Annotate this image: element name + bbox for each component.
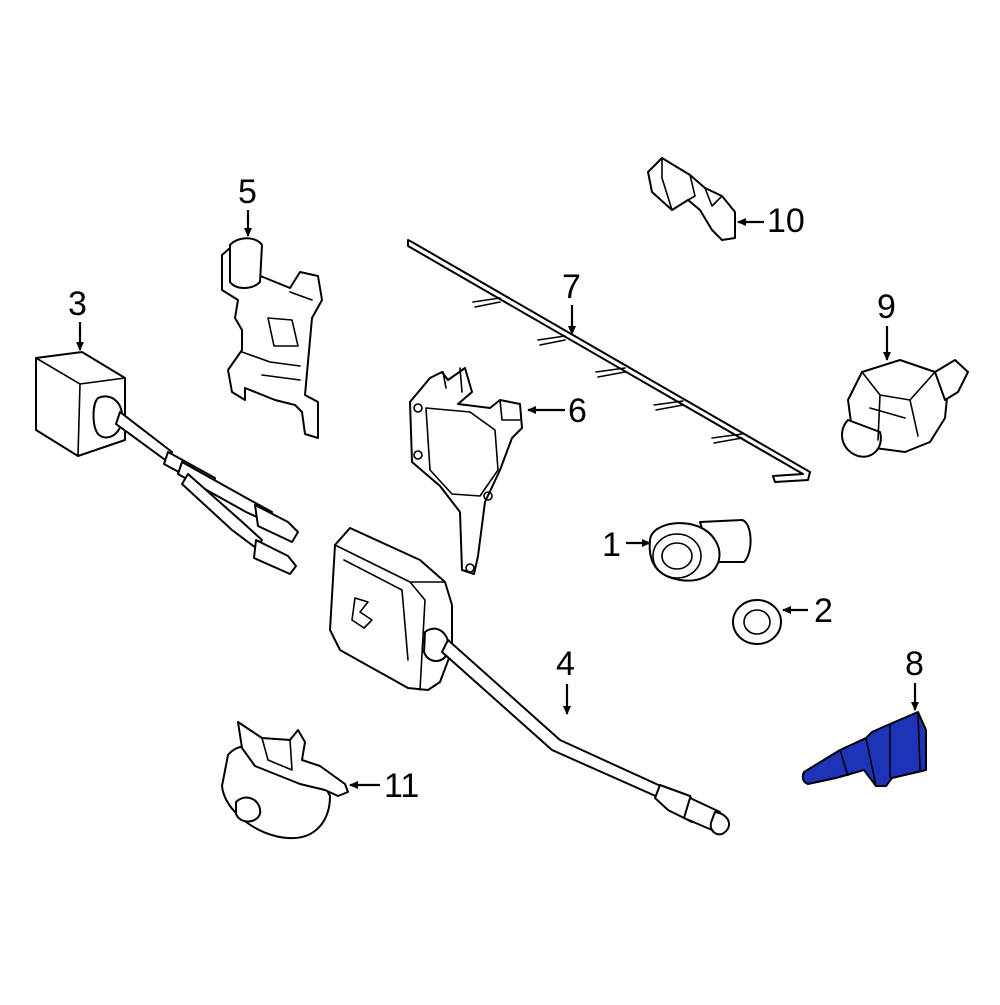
callout-9-label: 9 (877, 288, 896, 326)
part-3-module-with-cable[interactable] (35, 351, 299, 575)
callout-10-label: 10 (767, 202, 805, 240)
callout-11-label: 11 (384, 767, 419, 805)
part-10-clip[interactable] (647, 157, 736, 241)
callout-4-label: 4 (556, 645, 575, 683)
callout-5-label: 5 (238, 173, 257, 211)
callout-3-label: 3 (68, 285, 87, 323)
part-5-bracket[interactable] (221, 237, 323, 439)
callout-6: 6 (527, 392, 587, 430)
callout-7: 7 (562, 268, 581, 335)
callout-3: 3 (68, 285, 87, 351)
callout-8: 8 (905, 645, 924, 711)
callout-1-label: 1 (602, 526, 621, 564)
callout-8-label: 8 (905, 645, 924, 683)
part-2-ring[interactable] (732, 599, 782, 645)
part-4-radar-module[interactable] (329, 527, 731, 836)
part-6-plate[interactable] (409, 367, 523, 575)
callout-9: 9 (877, 288, 896, 361)
part-8-sensor-highlighted[interactable] (801, 711, 927, 787)
callout-6-label: 6 (568, 392, 587, 430)
callout-10: 10 (737, 202, 805, 240)
callout-2-label: 2 (814, 592, 833, 630)
part-9-sensor[interactable] (841, 359, 969, 458)
callout-5: 5 (238, 173, 257, 237)
part-11-housing[interactable] (221, 721, 349, 840)
callout-1: 1 (602, 526, 651, 564)
callout-11: 11 (349, 767, 419, 805)
part-7-harness[interactable] (407, 239, 811, 483)
part-1-parking-sensor[interactable] (648, 519, 752, 582)
callout-2: 2 (782, 592, 833, 630)
callout-7-label: 7 (562, 268, 581, 306)
callout-4: 4 (556, 645, 575, 715)
